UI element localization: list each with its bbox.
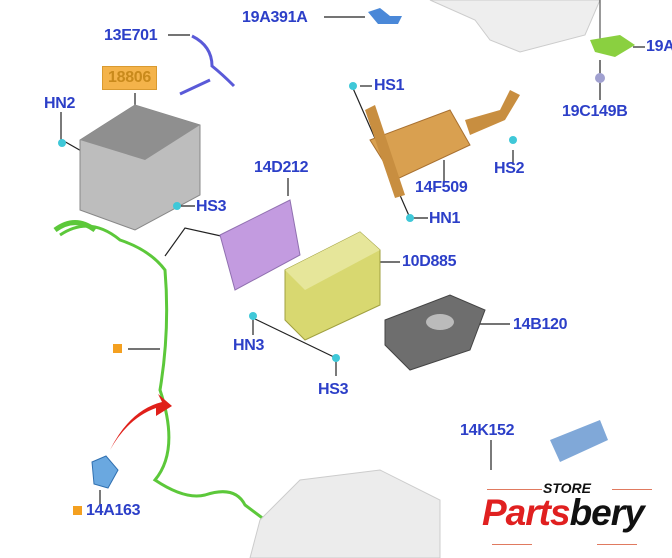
marker-square: [73, 506, 82, 515]
console-top-part: [429, 0, 601, 53]
label-19A: 19A: [646, 38, 672, 55]
red-arrow-icon: [110, 394, 172, 450]
label-HN3: HN3: [233, 337, 265, 354]
logo-brand-black: bery: [569, 492, 645, 533]
logo-store-text: STORE: [543, 480, 591, 496]
part-19C149B: [595, 73, 605, 83]
part-14A163: [91, 455, 119, 489]
console-bottom-part: [249, 469, 441, 558]
part-14D212: [219, 199, 301, 291]
label-HS1: HS1: [374, 77, 405, 94]
label-10D885: 10D885: [402, 253, 457, 270]
part-harness: [59, 224, 286, 537]
label-14B120: 14B120: [513, 316, 568, 333]
label-HN1: HN1: [429, 210, 461, 227]
fasteners: [58, 82, 517, 362]
label-HS2: HS2: [494, 160, 525, 177]
harness-connector: [53, 220, 97, 233]
label-19A391A: 19A391A: [242, 9, 308, 26]
label-14K152: 14K152: [460, 422, 515, 439]
store-logo: STORE Partsbery: [462, 470, 672, 558]
label-HS3: HS3: [318, 381, 349, 398]
label-18806: 18806: [102, 66, 157, 90]
label-14A163: 14A163: [86, 502, 141, 519]
label-14F509: 14F509: [415, 179, 468, 196]
logo-brand-red: Parts: [482, 492, 571, 533]
part-10D885: [284, 231, 381, 341]
marker-square: [113, 344, 122, 353]
label-14D212: 14D212: [254, 159, 309, 176]
part-14B120: [384, 294, 486, 371]
label-13E701: 13E701: [104, 27, 158, 44]
label-HS3: HS3: [196, 198, 227, 215]
part-19A: [590, 35, 635, 57]
part-14F509: [365, 90, 520, 198]
part-18806: [79, 104, 201, 231]
part-13E701: [179, 34, 236, 96]
part-19A391A: [368, 8, 402, 24]
part-14K152: [550, 420, 608, 462]
label-19C149B: 19C149B: [562, 103, 628, 120]
label-HN2: HN2: [44, 95, 76, 112]
